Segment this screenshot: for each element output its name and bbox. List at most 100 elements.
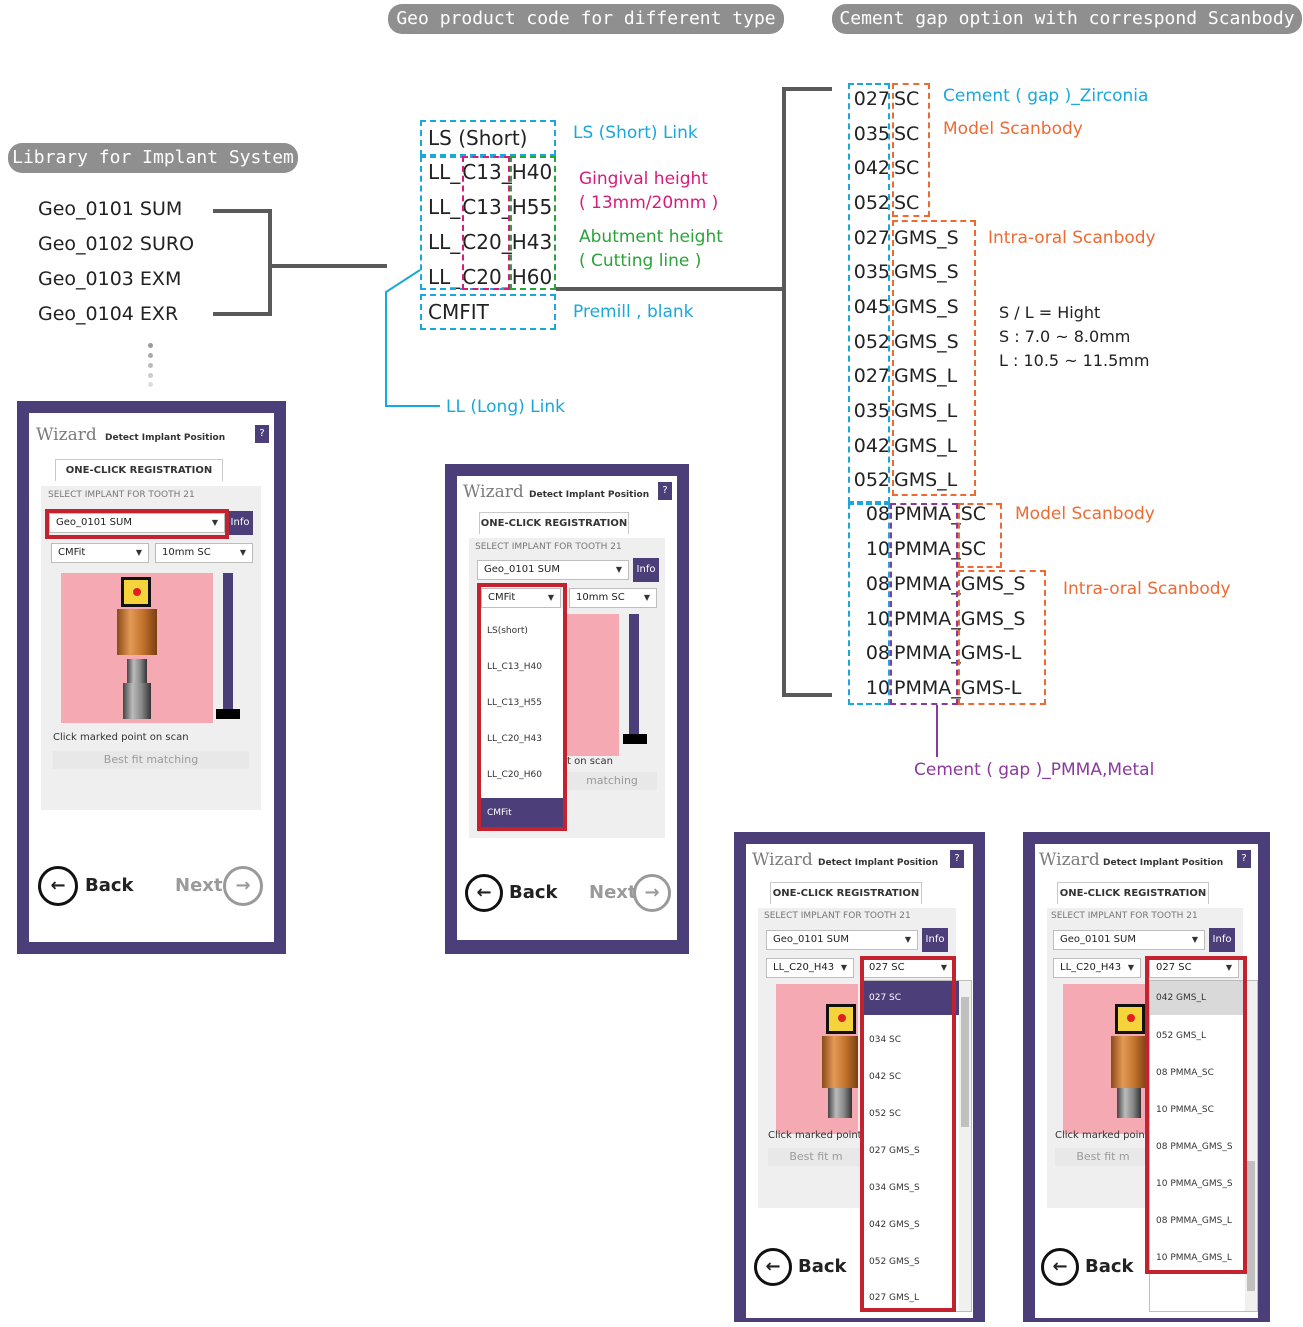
implant-select[interactable]: Geo_0101 SUM▼ [1053, 930, 1205, 950]
dropdown-option-selected[interactable]: 027 SC [863, 981, 959, 1015]
help-button[interactable]: ? [255, 425, 269, 443]
select-implant-label: SELECT IMPLANT FOR TOOTH 21 [48, 490, 195, 500]
height-note: S : 7.0 ~ 8.0mm [999, 327, 1131, 346]
dropdown-option[interactable]: LL_C20_H43 [487, 734, 542, 744]
dropdown-option[interactable]: 10 PMMA_GMS_S [1156, 1179, 1233, 1189]
click-instruction: Click marked point [768, 1130, 862, 1141]
best-fit-button[interactable]: matching [567, 772, 657, 790]
info-button[interactable]: Info [922, 928, 948, 952]
best-fit-button[interactable]: Best fit matching [53, 751, 249, 769]
library-item: Geo_0104 EXR [38, 303, 179, 325]
dropdown-option[interactable]: 08 PMMA_SC [1156, 1068, 1214, 1078]
back-arrow-icon[interactable]: ← [1041, 1248, 1079, 1286]
type-select[interactable]: CMFit▼ [51, 543, 149, 563]
code-cmfit: CMFIT [428, 300, 489, 324]
zirconia-label: Cement ( gap )_Zirconia [943, 86, 1149, 106]
gap-bracket [782, 87, 832, 91]
info-button[interactable]: Info [227, 511, 253, 535]
pmma-gap-box [890, 503, 958, 705]
back-button[interactable]: Back [85, 875, 134, 896]
info-button[interactable]: Info [633, 558, 659, 582]
implant-preview [776, 984, 858, 1134]
dropdown-option[interactable]: 052 SC [869, 1109, 902, 1119]
dropdown-option[interactable]: LS(short) [487, 626, 528, 636]
ll-link-leader [385, 269, 440, 407]
dropdown-option[interactable]: 034 GMS_S [869, 1183, 920, 1193]
implant-select[interactable]: Geo_0101 SUM▼ [766, 930, 918, 950]
type-select[interactable]: LL_C20_H43▼ [1053, 958, 1141, 978]
implant-preview [61, 573, 213, 723]
dropdown-option[interactable]: 10 PMMA_SC [1156, 1105, 1214, 1115]
next-arrow-icon[interactable]: → [633, 874, 671, 912]
scroll-thumb[interactable] [961, 997, 969, 1127]
next-button[interactable]: Next [589, 882, 637, 903]
gap-slider[interactable] [223, 573, 233, 719]
gap-slider[interactable] [629, 614, 639, 740]
wizard-subtitle: Detect Implant Position [818, 858, 939, 868]
slider-thumb[interactable] [216, 709, 240, 719]
marked-point [1127, 1014, 1135, 1022]
best-fit-button[interactable]: Best fit m [1055, 1148, 1151, 1166]
highlight-box [1145, 956, 1247, 1274]
tab-one-click-registration[interactable]: ONE-CLICK REGISTRATION [55, 459, 223, 481]
implant-select[interactable]: Geo_0101 SUM▼ [49, 513, 225, 533]
dropdown-option[interactable]: 027 GMS_S [869, 1146, 920, 1156]
dropdown-option[interactable]: 042 SC [869, 1072, 902, 1082]
code-row: LL_C13_H55 [428, 195, 553, 219]
dropdown-option[interactable]: LL_C13_H40 [487, 662, 542, 672]
dropdown-option[interactable]: LL_C13_H55 [487, 698, 542, 708]
dropdown-option[interactable]: 10 PMMA_GMS_L [1156, 1253, 1232, 1263]
back-button[interactable]: Back [798, 1256, 847, 1277]
back-button[interactable]: Back [509, 882, 558, 903]
ll-link-label: LL (Long) Link [446, 397, 565, 417]
type-select[interactable]: CMFit▼ [481, 588, 561, 608]
dropdown-option[interactable]: 052 GMS_L [1156, 1031, 1207, 1041]
abutment-shape [822, 1036, 858, 1088]
click-instruction: Click marked poin [1055, 1130, 1145, 1141]
implant-preview [1063, 984, 1147, 1134]
help-button[interactable]: ? [658, 482, 672, 500]
help-button[interactable]: ? [950, 850, 964, 868]
dropdown-option[interactable]: 042 GMS_L [1156, 993, 1207, 1003]
library-pill: Library for Implant System [8, 143, 298, 173]
dropdown-option[interactable]: LL_C20_H60 [487, 770, 542, 780]
dropdown-scrollbar[interactable] [959, 981, 971, 1311]
model-scanbody-label: Model Scanbody [943, 119, 1083, 139]
gap-select[interactable]: 10mm SC▼ [569, 588, 657, 608]
best-fit-button[interactable]: Best fit m [768, 1148, 864, 1166]
back-button[interactable]: Back [1085, 1256, 1134, 1277]
premill-label: Premill , blank [573, 302, 694, 322]
tab-one-click-registration[interactable]: ONE-CLICK REGISTRATION [770, 882, 922, 904]
slider-thumb[interactable] [623, 734, 647, 744]
click-instruction: Click marked point on scan [53, 732, 189, 743]
gap-select[interactable]: 10mm SC▼ [155, 543, 253, 563]
intraoral-scanbody-label: Intra-oral Scanbody [1063, 579, 1231, 599]
next-button[interactable]: Next [175, 875, 223, 896]
height-note: S / L = Hight [999, 303, 1101, 322]
scroll-thumb[interactable] [1247, 1161, 1255, 1291]
dropdown-scrollbar[interactable] [1245, 981, 1257, 1311]
next-arrow-icon[interactable]: → [223, 866, 263, 906]
tab-one-click-registration[interactable]: ONE-CLICK REGISTRATION [479, 512, 629, 534]
dropdown-option-selected[interactable]: CMFit [481, 798, 563, 828]
dropdown-option[interactable]: 027 GMS_L [869, 1293, 920, 1303]
info-button[interactable]: Info [1209, 928, 1235, 952]
help-button[interactable]: ? [1237, 850, 1251, 868]
type-select[interactable]: LL_C20_H43▼ [766, 958, 854, 978]
tab-one-click-registration[interactable]: ONE-CLICK REGISTRATION [1057, 882, 1209, 904]
back-arrow-icon[interactable]: ← [465, 874, 503, 912]
dropdown-option[interactable]: 052 GMS_S [869, 1257, 920, 1267]
implant-select[interactable]: Geo_0101 SUM▼ [477, 560, 629, 580]
wizard-panel: Wizard Detect Implant Position ? ONE-CLI… [734, 832, 985, 1322]
back-arrow-icon[interactable]: ← [38, 866, 78, 906]
dropdown-option[interactable]: 08 PMMA_GMS_L [1156, 1216, 1232, 1226]
pmma-leader [936, 705, 938, 757]
dropdown-option[interactable]: 08 PMMA_GMS_S [1156, 1142, 1233, 1152]
type-dropdown-list: LS(short) LL_C13_H40 LL_C13_H55 LL_C20_H… [481, 608, 563, 830]
implant-shape [1117, 1088, 1141, 1118]
dropdown-option[interactable]: 042 GMS_S [869, 1220, 920, 1230]
wizard-content: Wizard Detect Implant Position ? ONE-CLI… [29, 413, 274, 942]
dropdown-option[interactable]: 034 SC [869, 1035, 902, 1045]
back-arrow-icon[interactable]: ← [754, 1248, 792, 1286]
